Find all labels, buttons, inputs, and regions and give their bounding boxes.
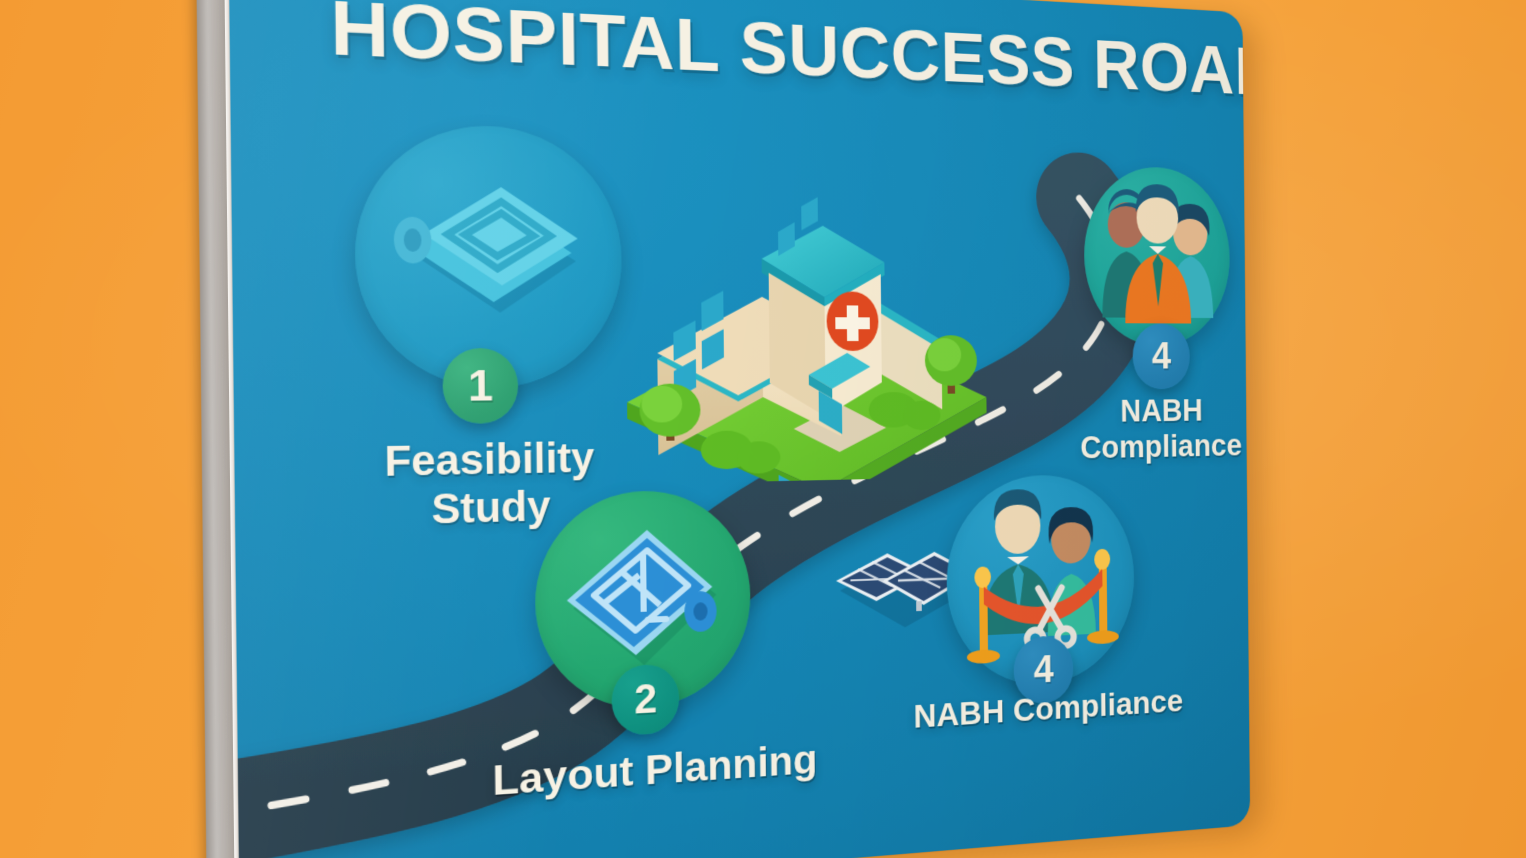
hospital-right-wing — [881, 303, 943, 626]
step-2-label: Layout Planning — [492, 735, 818, 805]
step-4-top-badge: 4 — [1132, 323, 1191, 390]
step-1-disc — [353, 121, 623, 389]
blueprint-roll-icon — [393, 122, 579, 313]
hospital-illustration — [593, 155, 1005, 626]
roadmap-board: HOSPITAL SUCCESS ROADMAP — [228, 0, 1251, 858]
ribbon-cutting-icon — [966, 488, 1119, 665]
roadmap-board-wrapper: HOSPITAL SUCCESS ROADMAP — [196, 0, 1257, 858]
hospital-tree-right — [924, 335, 978, 394]
hospital-red-cross — [826, 291, 879, 351]
hospital-tree-left — [639, 383, 701, 441]
step-1-badge: 1 — [442, 348, 519, 425]
step-1-label: Feasibility Study — [384, 435, 595, 534]
step-2-badge: 2 — [611, 663, 680, 737]
step-2-disc — [534, 488, 752, 714]
floor-plan-icon — [566, 528, 718, 669]
step-4-top-label: NABH Compliance — [1080, 392, 1243, 466]
team-people-icon — [1101, 183, 1214, 324]
